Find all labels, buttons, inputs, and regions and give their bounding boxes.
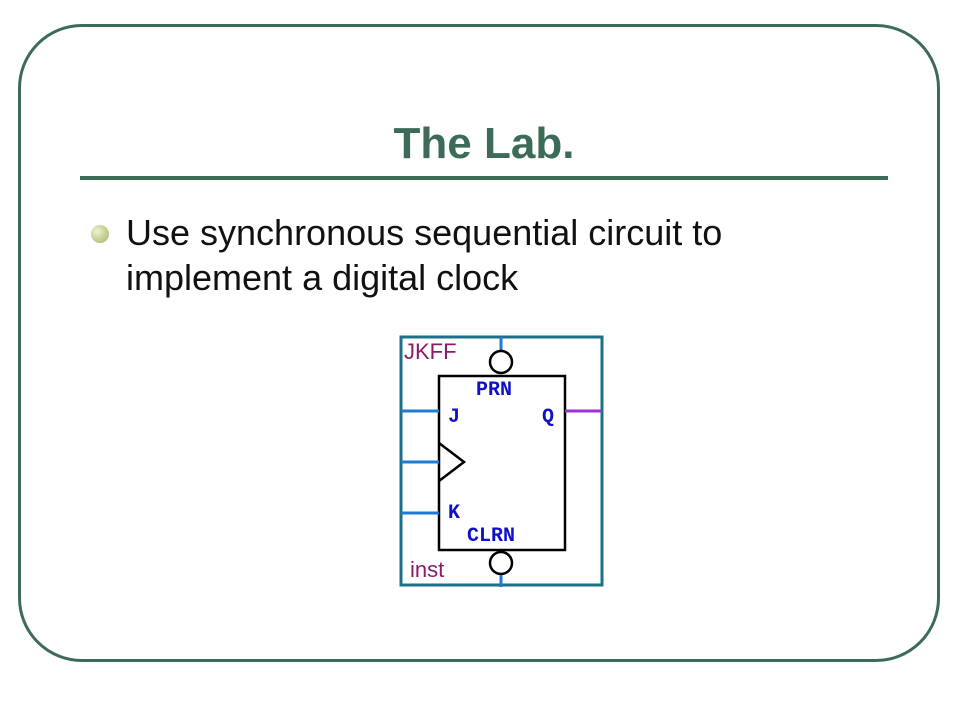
pin-label-q: Q — [542, 406, 554, 429]
slide-frame — [18, 24, 940, 662]
slide-title: The Lab. — [393, 119, 575, 168]
clear-inversion-bubble — [488, 550, 514, 576]
pin-label-j: J — [448, 406, 460, 429]
pin-label-k: K — [448, 502, 460, 525]
instance-name-label: inst — [410, 557, 444, 582]
jk-flip-flop-diagram: JKFF inst PRN J Q K CLRN — [399, 335, 604, 587]
clock-edge-triangle — [438, 442, 467, 482]
bullet-icon — [91, 225, 109, 243]
bullet-text: Use synchronous sequential circuit to im… — [126, 212, 723, 298]
pin-label-clrn: CLRN — [467, 525, 515, 548]
preset-inversion-bubble — [488, 349, 514, 375]
title-underline — [80, 176, 888, 180]
pin-label-prn: PRN — [476, 379, 512, 402]
component-name-label: JKFF — [404, 339, 457, 364]
